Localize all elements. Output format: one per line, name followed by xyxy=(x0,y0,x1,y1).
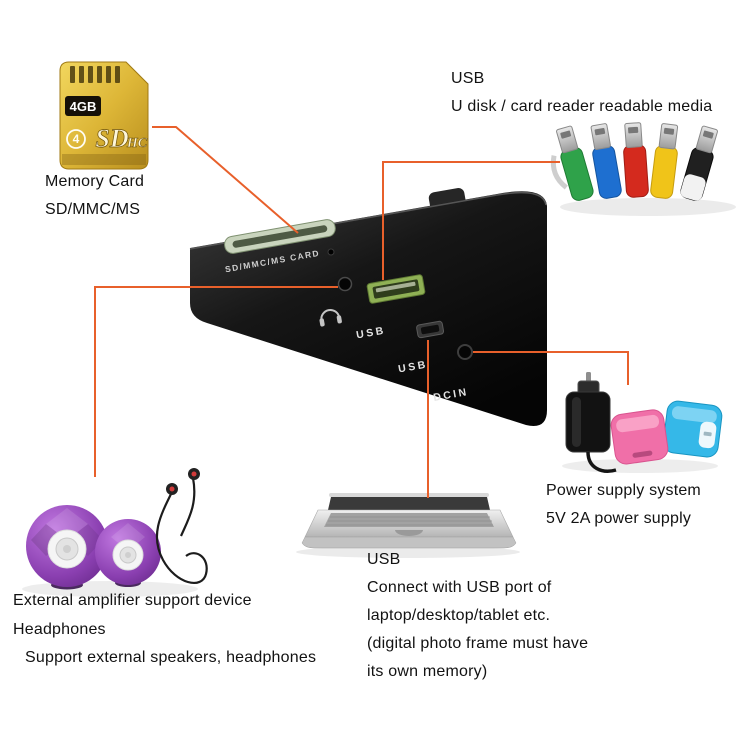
connector-headphones xyxy=(94,286,338,477)
wall-adapter xyxy=(565,372,617,473)
charger-pink xyxy=(610,409,669,465)
power-subtitle: 5V 2A power supply xyxy=(546,510,692,527)
earbud-left xyxy=(166,483,178,495)
usb-drives-shadow xyxy=(560,198,736,216)
reset-hole xyxy=(327,248,335,256)
usb-media-title: USB xyxy=(451,70,485,87)
sd-card-image: 4GB 4 SD HC xyxy=(59,61,149,170)
frame-body xyxy=(190,191,547,426)
usb-drive-black xyxy=(680,125,718,201)
sd-card-contacts xyxy=(70,66,120,83)
connector-power xyxy=(473,351,629,385)
laptop-keyboard xyxy=(324,513,494,527)
laptop-usb-line-4: its own memory) xyxy=(367,663,488,680)
usb-a-port-label: USB xyxy=(355,325,386,342)
sd-capacity-badge xyxy=(65,96,101,116)
speaker-left xyxy=(26,505,108,590)
charger-blue xyxy=(662,400,723,458)
sd-class-circle xyxy=(66,129,86,149)
sd-capacity-label: 4GB xyxy=(70,99,97,114)
connector-memory-card xyxy=(152,126,299,234)
speakers-image xyxy=(22,468,208,597)
sd-bottom-band xyxy=(62,154,146,165)
laptop-screen-edge xyxy=(329,493,489,497)
usb-drive-red xyxy=(623,122,649,198)
sd-card-body xyxy=(59,61,149,170)
mini-usb-port[interactable] xyxy=(416,320,445,339)
laptop-shadow xyxy=(296,546,520,558)
dc-in-port[interactable] xyxy=(457,344,473,360)
audio-line-1: External amplifier support device xyxy=(13,592,252,609)
photo-frame-image: SD/MMC/MS CARD USB USB DCIN xyxy=(189,188,547,426)
sd-logo: SD xyxy=(95,124,128,153)
speaker-right xyxy=(95,519,161,587)
laptop-usb-line-2: laptop/desktop/tablet etc. xyxy=(367,607,551,624)
power-title: Power supply system xyxy=(546,482,701,499)
audio-line-2: Headphones xyxy=(13,621,106,638)
laptop-usb-line-3: (digital photo frame must have xyxy=(367,635,589,652)
connector-usb-drives xyxy=(382,161,560,280)
laptop-notch xyxy=(395,530,423,536)
frame-top-bevel xyxy=(189,191,547,250)
headphone-icon xyxy=(319,309,342,327)
sd-card-slot[interactable] xyxy=(223,218,336,254)
connector-lines xyxy=(94,126,629,498)
memory-card-subtitle: SD/MMC/MS xyxy=(45,201,141,218)
headphone-jack[interactable] xyxy=(337,276,353,292)
usb-drive-blue xyxy=(590,123,622,199)
usb-drives-image xyxy=(550,122,736,216)
laptop-usb-title: USB xyxy=(367,551,401,568)
usb-drive-green xyxy=(550,125,594,201)
audio-line-3: Support external speakers, headphones xyxy=(25,649,317,666)
usb-media-subtitle: U disk / card reader readable media xyxy=(451,98,713,115)
earphones-image xyxy=(155,477,208,584)
laptop-usb-line-1: Connect with USB port of xyxy=(367,579,552,596)
laptop-base xyxy=(301,536,517,549)
usb-drive-yellow xyxy=(650,123,679,199)
mini-usb-port-label: USB xyxy=(397,359,428,376)
power-supply-image xyxy=(562,372,723,473)
laptop-image xyxy=(296,493,520,558)
earbud-right xyxy=(188,468,200,480)
laptop-screen xyxy=(328,497,490,510)
sd-class-label: 4 xyxy=(73,132,80,146)
sd-logo-hc: HC xyxy=(126,136,148,151)
laptop-key-rows xyxy=(326,516,493,526)
memory-card-title: Memory Card xyxy=(45,173,145,190)
usb-a-port[interactable] xyxy=(366,274,426,304)
